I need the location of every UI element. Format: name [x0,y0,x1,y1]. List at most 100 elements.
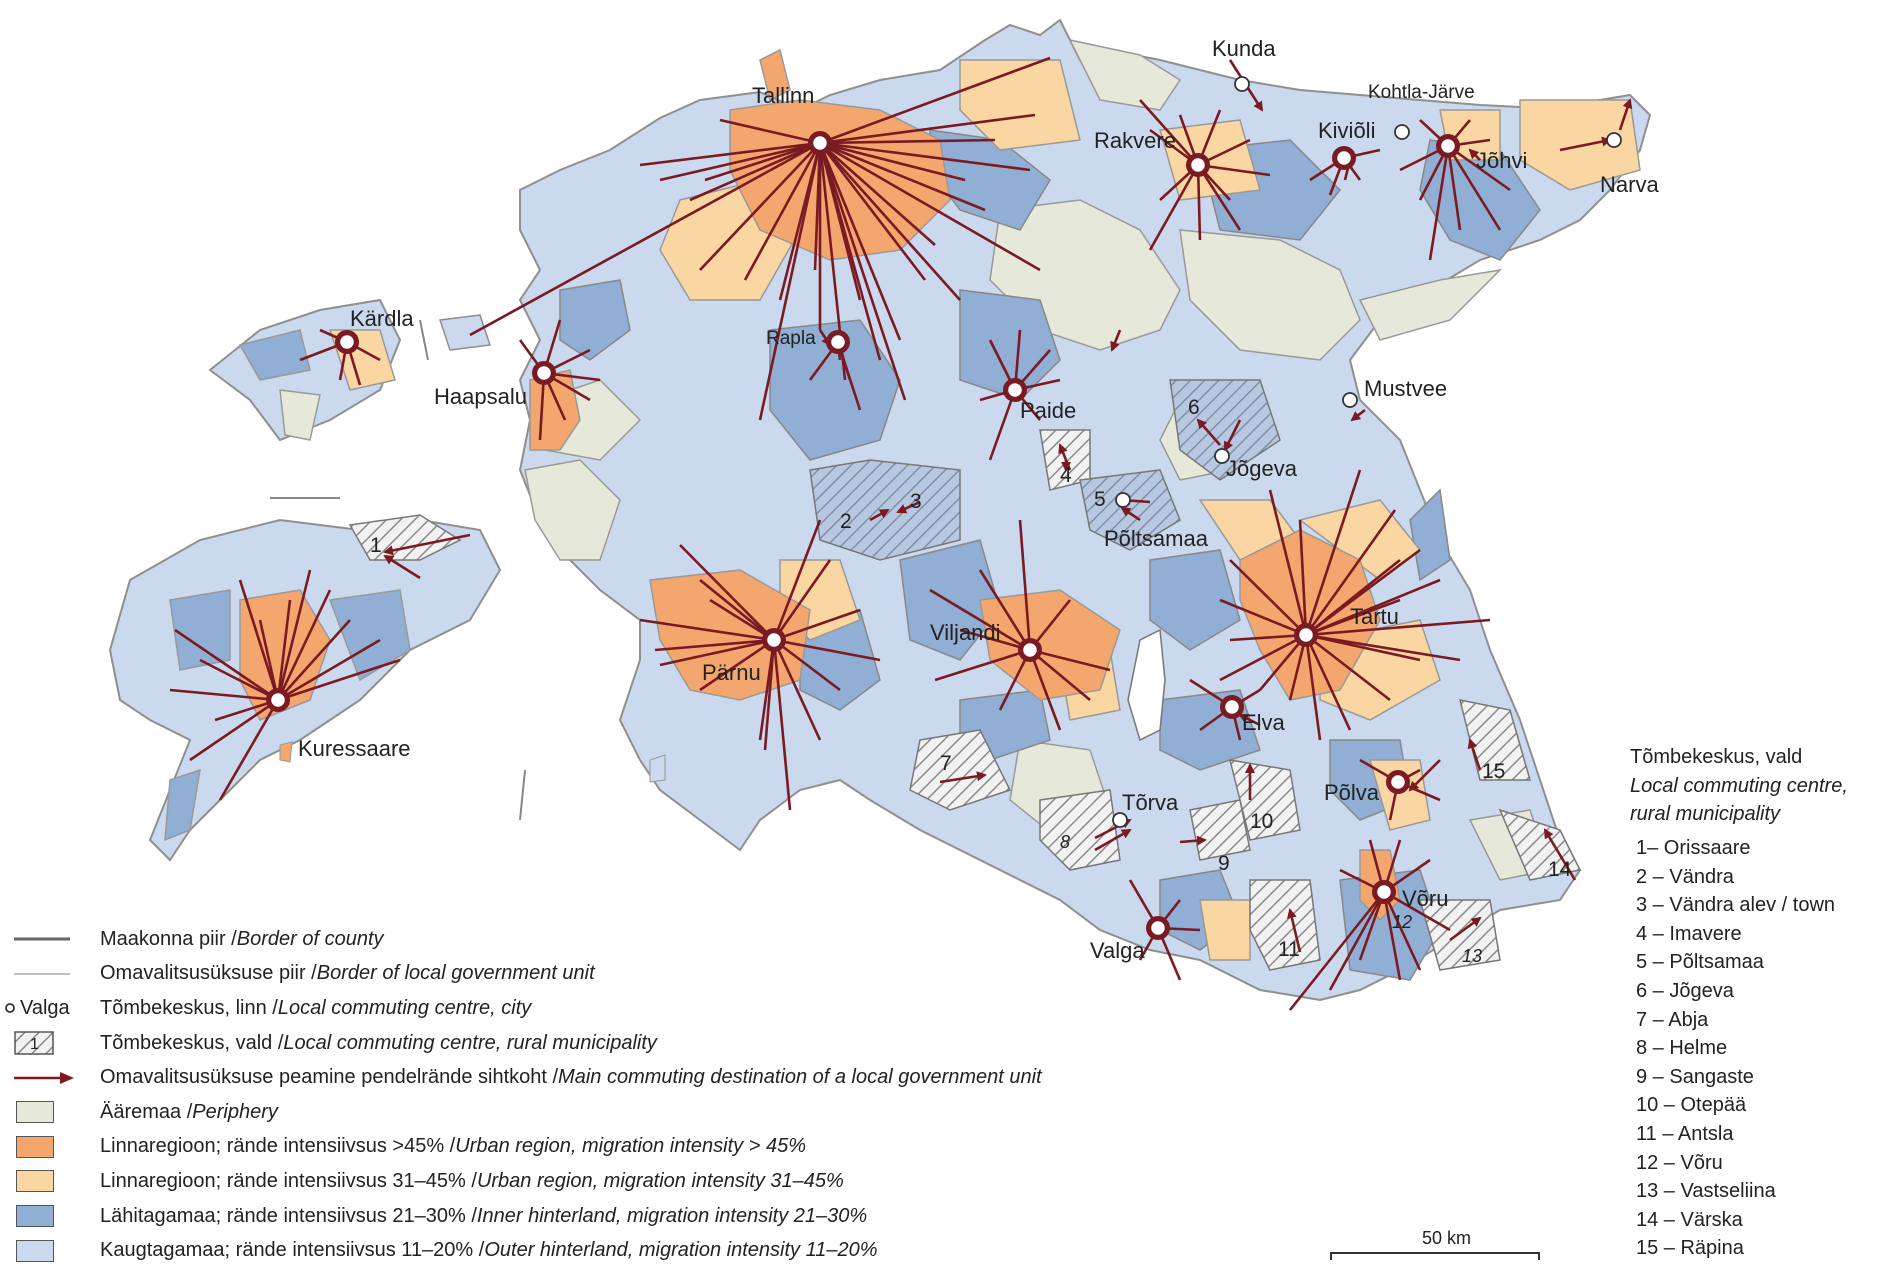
rural-municipality-list: Tõmbekeskus, vald Local commuting centre… [1630,742,1890,1263]
num-6: 6 [1188,396,1200,419]
undefined-commuting-line [719,118,821,145]
label-parnu: Pärnu [702,660,761,685]
undefined-commuting-line [169,688,279,702]
rural-abja [909,729,1012,811]
legend-county-border: Maakonna piir / Border of county [12,922,1312,957]
periphery-north-east [1179,229,1361,361]
label-valga: Valga [1090,938,1145,963]
undefined-commuting-line [929,588,1031,652]
rural-helme [1039,789,1121,871]
commuting-arrow [1618,98,1633,131]
rural-list-item: 11 – Antsla [1636,1122,1734,1145]
legend-commuting-arrow: Omavalitsusüksuse peamine pendelrände si… [12,1060,1312,1095]
legend-inner-hinterland: Lähitagamaa; rände intensiivsus 21–30% /… [12,1199,1312,1234]
label-kardla: Kärdla [350,306,414,331]
label-jogeva: Jõgeva [1226,456,1298,481]
rural-list-item: 7 – Abja [1636,1008,1709,1031]
num-9: 9 [1218,852,1230,875]
undefined-commuting-line [772,559,832,641]
label-kuressaare: Kuressaare [298,736,411,761]
commuting-arrow-symbol [14,1071,74,1084]
island-strip-3 [419,319,429,361]
undefined-commuting-line [276,589,332,701]
haapsalu-centre [537,366,551,380]
vormsi [438,314,492,351]
city-labels: Tallinn Kunda Kohtla-Järve Rakvere Kiviõ… [298,36,1659,963]
label-tartu: Tartu [1350,604,1399,629]
parnu-centre [767,633,781,647]
num-10: 10 [1250,810,1273,833]
label-viljandi: Viljandi [930,620,1001,645]
undefined-commuting-line [1305,598,1401,637]
undefined-commuting-line [199,658,279,702]
rural-antsla [1249,879,1321,971]
commuting-arrow [1223,419,1242,452]
narva-centre [1606,132,1622,148]
undefined-commuting-line [773,638,881,662]
commuting-arrow [1179,835,1207,846]
kuressaare-centre [271,693,285,707]
undefined-commuting-line [1304,634,1352,731]
rural-list-item: 10 – Otepää [1636,1094,1747,1117]
undefined-commuting-line [1304,509,1397,636]
undefined-commuting-line [1196,164,1242,231]
kunda-centre [1234,76,1250,92]
municipality-numbers: 1 2 3 4 5 6 7 8 9 10 11 12 13 14 15 [370,396,1572,966]
undefined-commuting-line [699,638,775,692]
label-paide: Paide [1020,398,1076,423]
inner-rapla [769,319,901,461]
legend-urban-mid: Linnaregioon; rände intensiivsus 31–45% … [12,1164,1312,1199]
tallinn-centre [813,136,827,150]
rural-jogeva [1169,379,1281,481]
scale-bar: 50 km [1330,1228,1540,1260]
undefined-commuting-line [772,519,822,641]
jogeva-centre [1214,448,1230,464]
rural-list-item: 5 – Põltsamaa [1636,951,1764,974]
num-14: 14 [1548,858,1572,881]
undefined-commuting-line [709,598,775,642]
undefined-commuting-line [1447,144,1511,192]
rapla-centre [831,335,845,349]
undefined-commuting-line [189,698,279,762]
undefined-commuting-line [772,639,792,811]
legend-periphery: Ääremaa / Periphery [12,1095,1312,1130]
undefined-commuting-line [978,569,1032,651]
undefined-commuting-line [699,578,775,642]
undefined-commuting-line [819,141,986,212]
num-7: 7 [940,752,952,775]
commuting-arrow [1120,506,1141,522]
viljandi-centre [1023,643,1037,657]
paide-centre [1008,383,1022,397]
inner-paide [959,289,1061,401]
undefined-commuting-line [689,141,821,202]
undefined-commuting-line [1382,891,1402,981]
commuting-arrow [869,508,890,522]
num-15: 15 [1482,760,1505,783]
island-strip-2 [519,769,526,821]
num-2: 2 [840,510,852,533]
undefined-commuting-line [469,141,821,337]
lake-vortsjarv [1127,628,1166,742]
undefined-commuting-line [819,142,961,301]
commuting-arrow [1543,828,1577,881]
urban-high-viljandi [979,589,1121,701]
label-kivioli: Kiviõli [1318,118,1375,143]
undefined-commuting-line [1029,648,1111,672]
undefined-commuting-line [1229,559,1307,636]
rural-list-item: 8 – Helme [1636,1037,1728,1060]
undefined-commuting-line [1358,891,1386,961]
undefined-commuting-line [639,618,775,642]
valga-centre [1151,921,1165,935]
commuting-arrow [1238,713,1261,727]
polva-centre [1391,775,1405,789]
undefined-commuting-line [959,628,1031,652]
undefined-commuting-line [819,141,1041,272]
undefined-commuting-line [819,141,966,182]
undefined-commuting-line [679,544,775,641]
outer-hinterland-swatch [16,1239,54,1262]
kohtla-jarve-centre [1394,124,1410,140]
label-elva: Elva [1242,710,1286,735]
urban-high-tallinn-n [759,48,791,102]
rural-list-title: Tõmbekeskus, vald [1630,746,1803,768]
label-johvi: Jõhvi [1476,148,1527,173]
